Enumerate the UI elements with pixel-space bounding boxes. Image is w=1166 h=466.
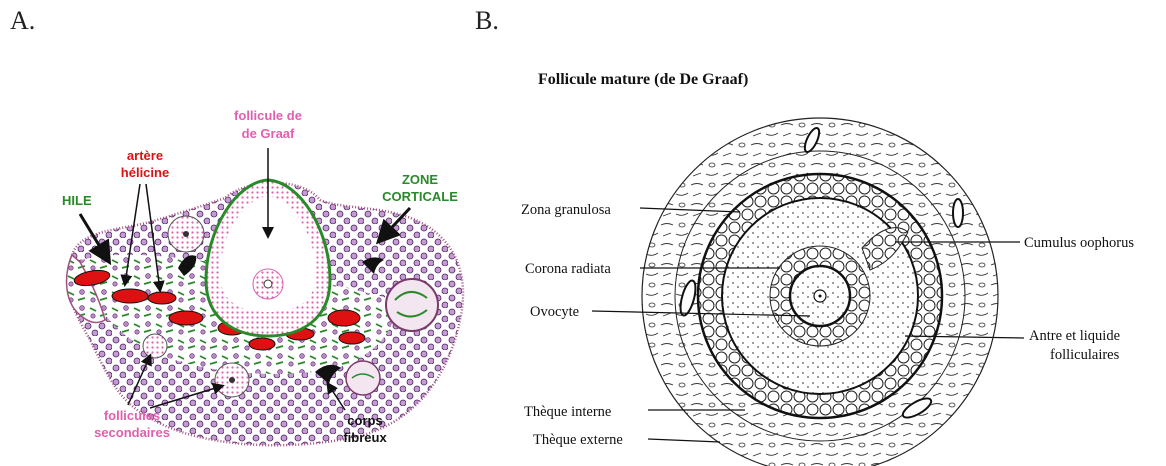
label-zone-2: CORTICALE xyxy=(382,189,458,204)
label-zone-1: ZONE xyxy=(402,172,438,187)
label-corona: Corona radiata xyxy=(525,261,611,277)
label-artere-1: artère xyxy=(127,148,163,163)
label-theque-interne: Thèque interne xyxy=(524,404,611,420)
label-theque-externe: Thèque externe xyxy=(533,432,623,448)
secondary-follicle-2 xyxy=(143,334,167,358)
label-follicules-2: secondaires xyxy=(94,425,170,440)
label-artere-2: hélicine xyxy=(121,165,169,180)
label-hile: HILE xyxy=(62,193,92,208)
label-corps-2: fibreux xyxy=(343,430,387,445)
label-follicule-2: de Graaf xyxy=(242,126,295,141)
label-antre-1: Antre et liquide xyxy=(1029,328,1120,344)
corpus-body-large xyxy=(386,279,438,331)
label-follicule-1: follicule de xyxy=(234,108,302,123)
secondary-follicle-3 xyxy=(215,363,249,397)
panel-b-title: Follicule mature (de De Graaf) xyxy=(538,71,748,88)
label-zona: Zona granulosa xyxy=(521,202,611,218)
label-antre-2: folliculaires xyxy=(1050,347,1120,363)
label-cumulus: Cumulus oophorus xyxy=(1024,235,1134,251)
label-follicules-1: follicules xyxy=(104,408,160,423)
secondary-follicle-1 xyxy=(168,216,204,252)
ovocyte-nucleolus xyxy=(819,295,822,298)
mature-follicle-diagram: Follicule mature (de De Graaf) Zona gran… xyxy=(521,71,1134,466)
leader-theque-externe xyxy=(648,439,720,442)
label-ovocyte: Ovocyte xyxy=(530,304,579,320)
ovary-diagram: follicule de de Graaf artère hélicine HI… xyxy=(62,108,463,445)
label-corps-1: corps xyxy=(347,413,382,428)
corpus-body-small xyxy=(346,361,380,395)
